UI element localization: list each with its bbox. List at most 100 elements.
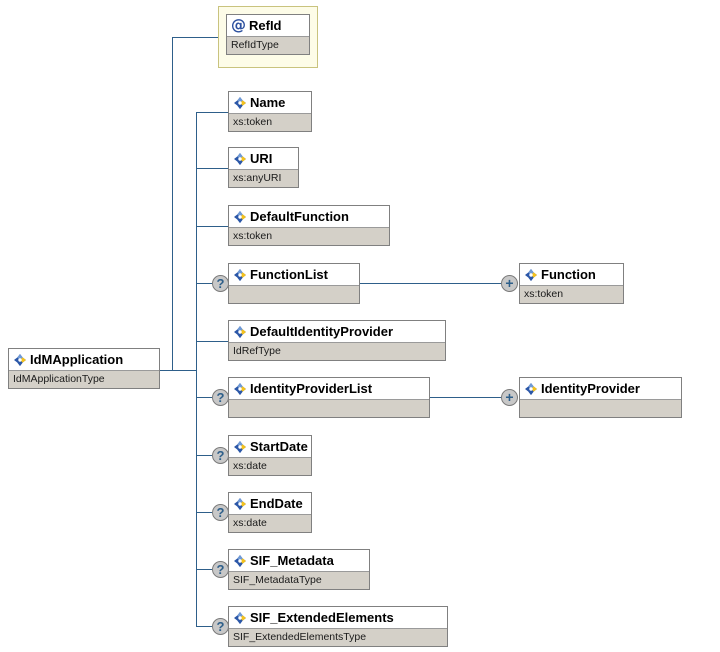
node-identityproviderlist[interactable]: IdentityProviderList <box>228 377 430 418</box>
occurrence-marker-optional-sifmetadata[interactable]: ? <box>212 561 229 578</box>
connector-to-defaultfunction <box>196 226 228 227</box>
node-functionlist[interactable]: FunctionList <box>228 263 360 304</box>
node-type: SIF_MetadataType <box>229 571 369 589</box>
node-type: xs:date <box>229 457 311 475</box>
node-type <box>520 399 681 417</box>
occurrence-marker-optional-startdate[interactable]: ? <box>212 447 229 464</box>
node-name: EndDate <box>250 496 303 511</box>
node-header: Function <box>520 264 623 285</box>
node-header: IdentityProvider <box>520 378 681 399</box>
node-name: RefId <box>249 18 282 33</box>
connector-to-sifmetadata <box>196 569 212 570</box>
node-header: EndDate <box>229 493 311 514</box>
occurrence-marker-optional-functionlist[interactable]: ? <box>212 275 229 292</box>
marker-label: ? <box>216 448 225 463</box>
expand-marker-function[interactable]: + <box>501 275 518 292</box>
connector-to-identityproviderlist <box>196 397 212 398</box>
node-type: xs:anyURI <box>229 169 298 187</box>
node-name: DefaultFunction <box>250 209 349 224</box>
connector-to-uri <box>196 168 228 169</box>
node-type: xs:date <box>229 514 311 532</box>
node-name: DefaultIdentityProvider <box>250 324 394 339</box>
element-icon <box>233 497 247 511</box>
element-icon <box>233 382 247 396</box>
node-identityprovider[interactable]: IdentityProvider <box>519 377 682 418</box>
node-header: DefaultIdentityProvider <box>229 321 445 342</box>
node-name: IdMApplication <box>30 352 124 367</box>
node-defaultidentityprovider[interactable]: DefaultIdentityProvider IdRefType <box>228 320 446 361</box>
marker-label: ? <box>216 505 225 520</box>
node-name: IdentityProvider <box>541 381 640 396</box>
node-header: StartDate <box>229 436 311 457</box>
connector-to-sifextendedelements <box>196 626 212 627</box>
element-icon <box>233 325 247 339</box>
node-name: URI <box>250 151 273 166</box>
marker-label: ? <box>216 390 225 405</box>
node-name: Name <box>250 95 286 110</box>
node-name: StartDate <box>250 439 308 454</box>
occurrence-marker-optional-sifextendedelements[interactable]: ? <box>212 618 229 635</box>
occurrence-marker-optional-enddate[interactable]: ? <box>212 504 229 521</box>
node-name: SIF_Metadata <box>250 553 334 568</box>
attribute-icon: @ <box>231 16 246 34</box>
node-idmapplication[interactable]: IdMApplication IdMApplicationType <box>8 348 160 389</box>
node-type: RefIdType <box>227 36 309 54</box>
element-icon <box>524 268 538 282</box>
element-icon <box>233 611 247 625</box>
element-icon <box>233 96 247 110</box>
element-icon <box>233 440 247 454</box>
connector-to-functionlist <box>196 283 212 284</box>
node-enddate[interactable]: EndDate xs:date <box>228 492 312 533</box>
marker-label: ? <box>216 562 225 577</box>
element-icon <box>233 152 247 166</box>
element-icon <box>233 210 247 224</box>
node-header: IdMApplication <box>9 349 159 370</box>
node-type: IdMApplicationType <box>9 370 159 388</box>
node-sifextendedelements[interactable]: SIF_ExtendedElements SIF_ExtendedElement… <box>228 606 448 647</box>
element-icon <box>233 554 247 568</box>
node-name-element[interactable]: Name xs:token <box>228 91 312 132</box>
node-refid[interactable]: @ RefId RefIdType <box>226 14 310 55</box>
connector-to-defaultidentityprovider <box>196 341 228 342</box>
connector-functionlist-to-function <box>360 283 501 284</box>
node-header: IdentityProviderList <box>229 378 429 399</box>
node-type <box>229 285 359 303</box>
node-header: SIF_Metadata <box>229 550 369 571</box>
node-type: xs:token <box>520 285 623 303</box>
node-name: Function <box>541 267 596 282</box>
marker-label: + <box>505 389 514 405</box>
marker-label: ? <box>216 276 225 291</box>
node-header: URI <box>229 148 298 169</box>
connector-to-name <box>196 112 228 113</box>
node-header: Name <box>229 92 311 113</box>
element-icon <box>233 268 247 282</box>
node-defaultfunction[interactable]: DefaultFunction xs:token <box>228 205 390 246</box>
node-type: xs:token <box>229 227 389 245</box>
connector-root-stub <box>160 370 196 371</box>
connector-to-enddate <box>196 512 212 513</box>
connector-identityproviderlist-to-identityprovider <box>430 397 501 398</box>
connector-sequence-spine <box>196 112 197 626</box>
node-function[interactable]: Function xs:token <box>519 263 624 304</box>
occurrence-marker-optional-identityproviderlist[interactable]: ? <box>212 389 229 406</box>
node-type <box>229 399 429 417</box>
node-sifmetadata[interactable]: SIF_Metadata SIF_MetadataType <box>228 549 370 590</box>
connector-to-startdate <box>196 455 212 456</box>
node-uri[interactable]: URI xs:anyURI <box>228 147 299 188</box>
element-icon <box>524 382 538 396</box>
node-name: SIF_ExtendedElements <box>250 610 394 625</box>
node-startdate[interactable]: StartDate xs:date <box>228 435 312 476</box>
marker-label: + <box>505 275 514 291</box>
node-header: @ RefId <box>227 15 309 36</box>
node-type: xs:token <box>229 113 311 131</box>
node-type: SIF_ExtendedElementsType <box>229 628 447 646</box>
node-type: IdRefType <box>229 342 445 360</box>
node-header: SIF_ExtendedElements <box>229 607 447 628</box>
node-name: FunctionList <box>250 267 328 282</box>
marker-label: ? <box>216 619 225 634</box>
expand-marker-identityprovider[interactable]: + <box>501 389 518 406</box>
node-header: DefaultFunction <box>229 206 389 227</box>
element-icon <box>13 353 27 367</box>
connector-attribute-refid <box>172 37 218 38</box>
